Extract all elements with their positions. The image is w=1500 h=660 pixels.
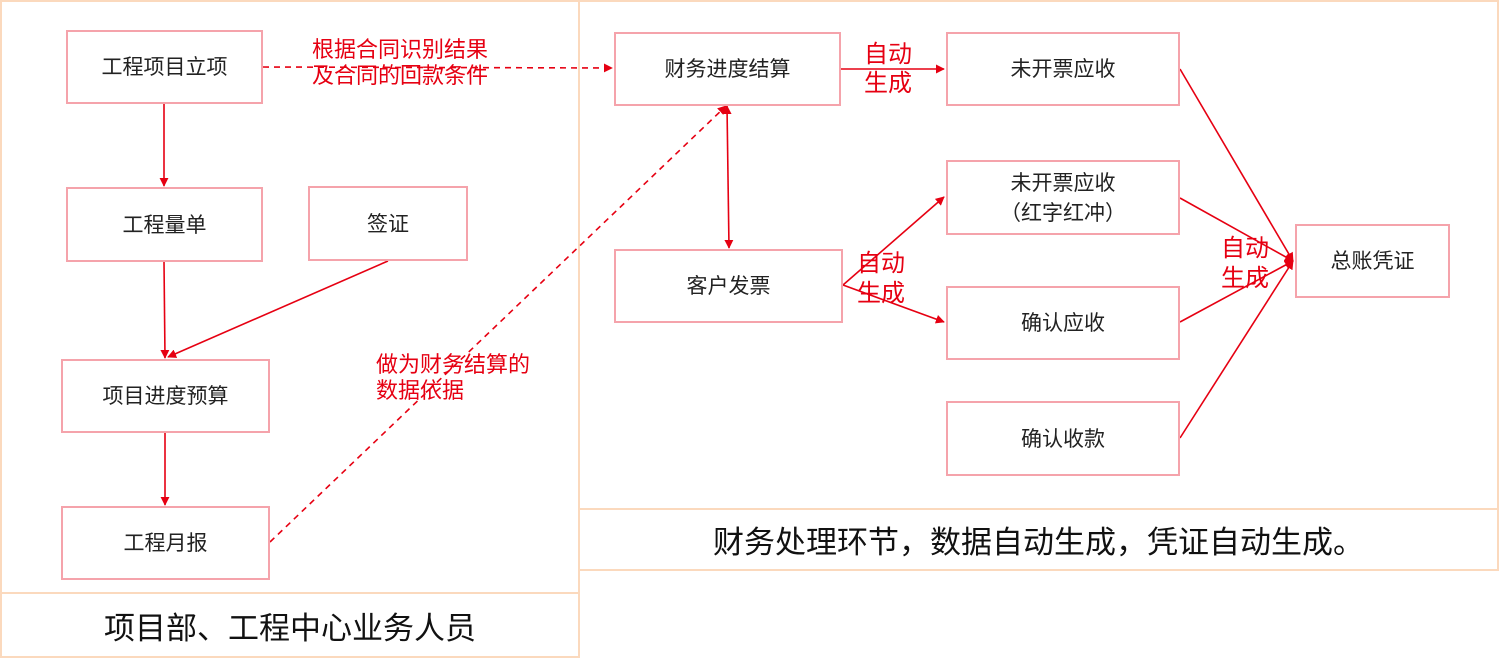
edge-project-setup-to-finance-settlement <box>262 63 613 73</box>
node-unbilled-receivable[interactable]: 未开票应收 <box>946 32 1180 106</box>
node-monthly-report[interactable]: 工程月报 <box>61 506 270 580</box>
node-label: 工程项目立项 <box>101 55 228 79</box>
node-project-setup[interactable]: 工程项目立项 <box>66 30 263 104</box>
edge-unbilled-receivable-to-ledger <box>1179 68 1294 262</box>
node-confirm-receivable[interactable]: 确认应收 <box>946 286 1180 360</box>
edge-confirm-receipt-to-ledger <box>1179 260 1294 439</box>
node-label: 项目进度预算 <box>102 384 229 408</box>
annotation-line: 生成 <box>857 279 905 307</box>
node-finance-settlement[interactable]: 财务进度结算 <box>614 32 841 106</box>
edge-customer-invoice-to-unbilled-reversal <box>842 196 945 286</box>
node-label: 财务进度结算 <box>664 57 791 81</box>
edge-unbilled-reversal-to-ledger <box>1179 197 1294 262</box>
node-general-ledger-voucher[interactable]: 总账凭证 <box>1295 224 1450 298</box>
node-progress-budget[interactable]: 项目进度预算 <box>61 359 270 433</box>
edge-customer-invoice-to-confirm-receivable <box>842 284 945 324</box>
node-label: 签证 <box>367 211 409 236</box>
node-label: 确认收款 <box>1021 426 1105 451</box>
annotation-auto-generate-3: 自动 生成 <box>1221 233 1269 293</box>
annotation-auto-generate-1: 自动 生成 <box>864 40 912 98</box>
annotation-line: 做为财务结算的 <box>376 353 531 378</box>
node-confirm-receipt[interactable]: 确认收款 <box>946 401 1180 476</box>
edge-monthly-report-to-finance-settlement <box>269 105 727 543</box>
annotation-line: 根据合同识别结果 <box>312 38 489 63</box>
node-visa[interactable]: 签证 <box>308 186 468 261</box>
node-label-line1: 未开票应收 <box>1010 170 1116 195</box>
node-label-line2: （红字红冲） <box>1000 200 1126 225</box>
annotation-auto-generate-2: 自动 生成 <box>857 248 905 308</box>
node-unbilled-receivable-reversal[interactable]: 未开票应收 （红字红冲） <box>946 160 1180 235</box>
node-label: 确认应收 <box>1021 311 1105 335</box>
node-bill-of-quantities[interactable]: 工程量单 <box>66 187 263 262</box>
node-label: 未开票应收 <box>1010 57 1116 81</box>
node-label: 工程月报 <box>123 531 208 555</box>
annotation-line: 自动 <box>864 40 912 68</box>
node-label: 工程量单 <box>122 212 207 237</box>
node-customer-invoice[interactable]: 客户发票 <box>614 249 843 323</box>
annotation-line: 数据依据 <box>376 379 465 404</box>
annotation-line: 自动 <box>857 249 905 277</box>
annotation-settlement-basis: 做为财务结算的 数据依据 <box>376 353 530 405</box>
annotation-line: 生成 <box>864 69 912 97</box>
left-panel-caption-text: 项目部、工程中心业务人员 <box>104 610 476 647</box>
edge-finance-settlement-to-customer-invoice <box>722 105 734 249</box>
annotation-line: 生成 <box>1221 264 1269 292</box>
edge-confirm-receivable-to-ledger <box>1179 260 1294 323</box>
right-panel-caption-text: 财务处理环节，数据自动生成，凭证自动生成。 <box>713 525 1364 561</box>
annotation-line: 自动 <box>1221 234 1269 262</box>
node-label: 客户发票 <box>686 274 771 298</box>
annotation-line: 及合同的回款条件 <box>312 64 489 89</box>
right-panel-caption: 财务处理环节，数据自动生成，凭证自动生成。 <box>578 508 1499 571</box>
annotation-contract-basis: 根据合同识别结果 及合同的回款条件 <box>312 38 488 90</box>
node-label: 总账凭证 <box>1330 249 1415 273</box>
edge-visa-to-progress-budget <box>167 260 389 358</box>
edge-bill-of-quantities-to-progress-budget <box>160 261 170 359</box>
left-panel-caption: 项目部、工程中心业务人员 <box>0 592 580 658</box>
